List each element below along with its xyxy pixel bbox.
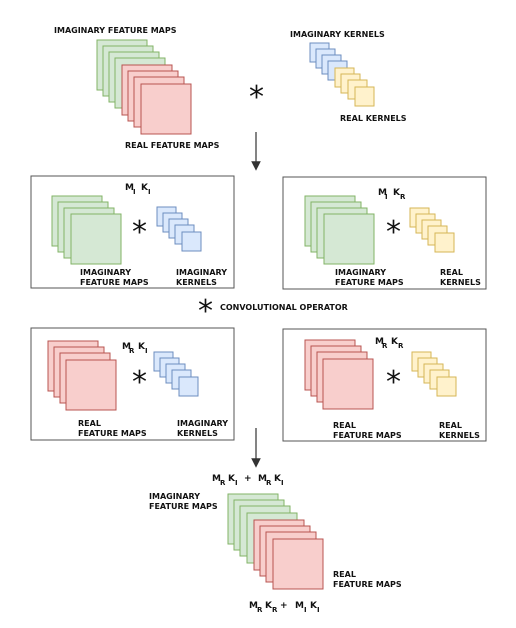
svg-text:I: I xyxy=(145,347,148,355)
imag-tile xyxy=(323,213,375,265)
top-feature-map-stack xyxy=(96,39,192,135)
svg-text:I: I xyxy=(385,193,388,201)
convolution-asterisk-top: * xyxy=(249,80,264,115)
box4-label-fm-line1: REAL xyxy=(333,421,356,430)
svg-text:K: K xyxy=(393,188,401,198)
svg-text:I: I xyxy=(133,188,136,196)
label-real-kernels-top: REAL KERNELS xyxy=(340,114,407,123)
svg-text:M: M xyxy=(122,342,131,352)
box1-imaginary-kernels xyxy=(156,206,202,252)
svg-text:+: + xyxy=(244,474,252,484)
label-real-feature-maps-top: REAL FEATURE MAPS xyxy=(125,141,220,150)
svg-text:K: K xyxy=(141,183,149,193)
svg-text:K: K xyxy=(228,474,236,484)
svg-text:R: R xyxy=(257,606,263,614)
ikern-tile xyxy=(181,231,202,252)
label-convolutional-operator: CONVOLUTIONAL OPERATOR xyxy=(220,303,348,312)
real-tile xyxy=(272,538,324,590)
imag-tile xyxy=(70,213,122,265)
rkern-tile xyxy=(434,232,455,253)
rkern-tile xyxy=(436,376,457,397)
svg-text:R: R xyxy=(129,347,135,355)
box4-label-k-line2: KERNELS xyxy=(439,431,480,440)
svg-text:M: M xyxy=(375,337,384,347)
box3-label-k-line1: IMAGINARY xyxy=(177,419,228,428)
svg-text:K: K xyxy=(138,342,146,352)
svg-text:K: K xyxy=(265,601,273,611)
box3-label-fm-line2: FEATURE MAPS xyxy=(78,429,147,438)
svg-text:I: I xyxy=(304,606,307,614)
svg-text:R: R xyxy=(266,479,272,487)
box2-asterisk: * xyxy=(386,215,401,250)
svg-text:M: M xyxy=(295,601,304,611)
svg-text:I: I xyxy=(148,188,151,196)
real-tile xyxy=(322,358,374,410)
box1-label-fm-line2: FEATURE MAPS xyxy=(80,278,149,287)
svg-text:R: R xyxy=(400,193,406,201)
svg-text:M: M xyxy=(249,601,258,611)
box1-label-k-line1: IMAGINARY xyxy=(176,268,227,277)
box1-label-fm-line1: IMAGINARY xyxy=(80,268,131,277)
real-tile xyxy=(65,359,117,411)
ikern-tile xyxy=(178,376,199,397)
top-kernel-stack xyxy=(309,42,375,107)
svg-text:R: R xyxy=(272,606,278,614)
svg-text:R: R xyxy=(220,479,226,487)
box3-asterisk: * xyxy=(132,365,147,400)
box3-real-feature-maps xyxy=(47,340,117,411)
box3-label-k-line2: KERNELS xyxy=(177,429,218,438)
output-label-real-line2: FEATURE MAPS xyxy=(333,580,402,589)
box2-real-kernels xyxy=(409,207,455,253)
rkern-tile xyxy=(354,86,375,107)
svg-text:R: R xyxy=(398,342,404,350)
box2-math: M I K R xyxy=(378,188,406,201)
box2-label-k-line2: KERNELS xyxy=(440,278,481,287)
label-imaginary-kernels-top: IMAGINARY KERNELS xyxy=(290,30,385,39)
box1-label-k-line2: KERNELS xyxy=(176,278,217,287)
box2-label-fm-line1: IMAGINARY xyxy=(335,268,386,277)
box4-real-kernels xyxy=(411,351,457,397)
box3-imaginary-kernels xyxy=(153,351,199,397)
box4-asterisk: * xyxy=(386,365,401,400)
box3-math: M R K I xyxy=(122,342,148,355)
box1-asterisk: * xyxy=(132,215,147,250)
svg-text:K: K xyxy=(391,337,399,347)
output-imag-formula: M R K I + M R K I xyxy=(212,474,284,487)
convolution-asterisk-legend: * xyxy=(198,294,213,329)
svg-text:I: I xyxy=(317,606,320,614)
svg-text:R: R xyxy=(382,342,388,350)
svg-text:+: + xyxy=(280,601,288,611)
svg-text:M: M xyxy=(212,474,221,484)
box4-label-k-line1: REAL xyxy=(439,421,462,430)
output-label-imag-line2: FEATURE MAPS xyxy=(149,502,218,511)
svg-text:M: M xyxy=(258,474,267,484)
box2-label-fm-line2: FEATURE MAPS xyxy=(335,278,404,287)
output-feature-map-stack xyxy=(227,493,324,590)
box1-math: M I K I xyxy=(125,183,151,196)
box2-label-k-line1: REAL xyxy=(440,268,463,277)
svg-text:M: M xyxy=(378,188,387,198)
output-real-formula: M R K R + M I K I xyxy=(249,601,320,614)
output-label-real-line1: REAL xyxy=(333,570,356,579)
box2-imaginary-feature-maps xyxy=(304,195,375,265)
box4-real-feature-maps xyxy=(304,339,374,410)
box4-label-fm-line2: FEATURE MAPS xyxy=(333,431,402,440)
box4-math: M R K R xyxy=(375,337,404,350)
output-label-imag-line1: IMAGINARY xyxy=(149,492,200,501)
svg-text:I: I xyxy=(235,479,238,487)
svg-text:M: M xyxy=(125,183,134,193)
label-imaginary-feature-maps-top: IMAGINARY FEATURE MAPS xyxy=(54,26,177,35)
svg-text:I: I xyxy=(281,479,284,487)
box3-label-fm-line1: REAL xyxy=(78,419,101,428)
svg-text:K: K xyxy=(310,601,318,611)
real-tile xyxy=(140,83,192,135)
svg-text:K: K xyxy=(274,474,282,484)
box1-imaginary-feature-maps xyxy=(51,195,122,265)
